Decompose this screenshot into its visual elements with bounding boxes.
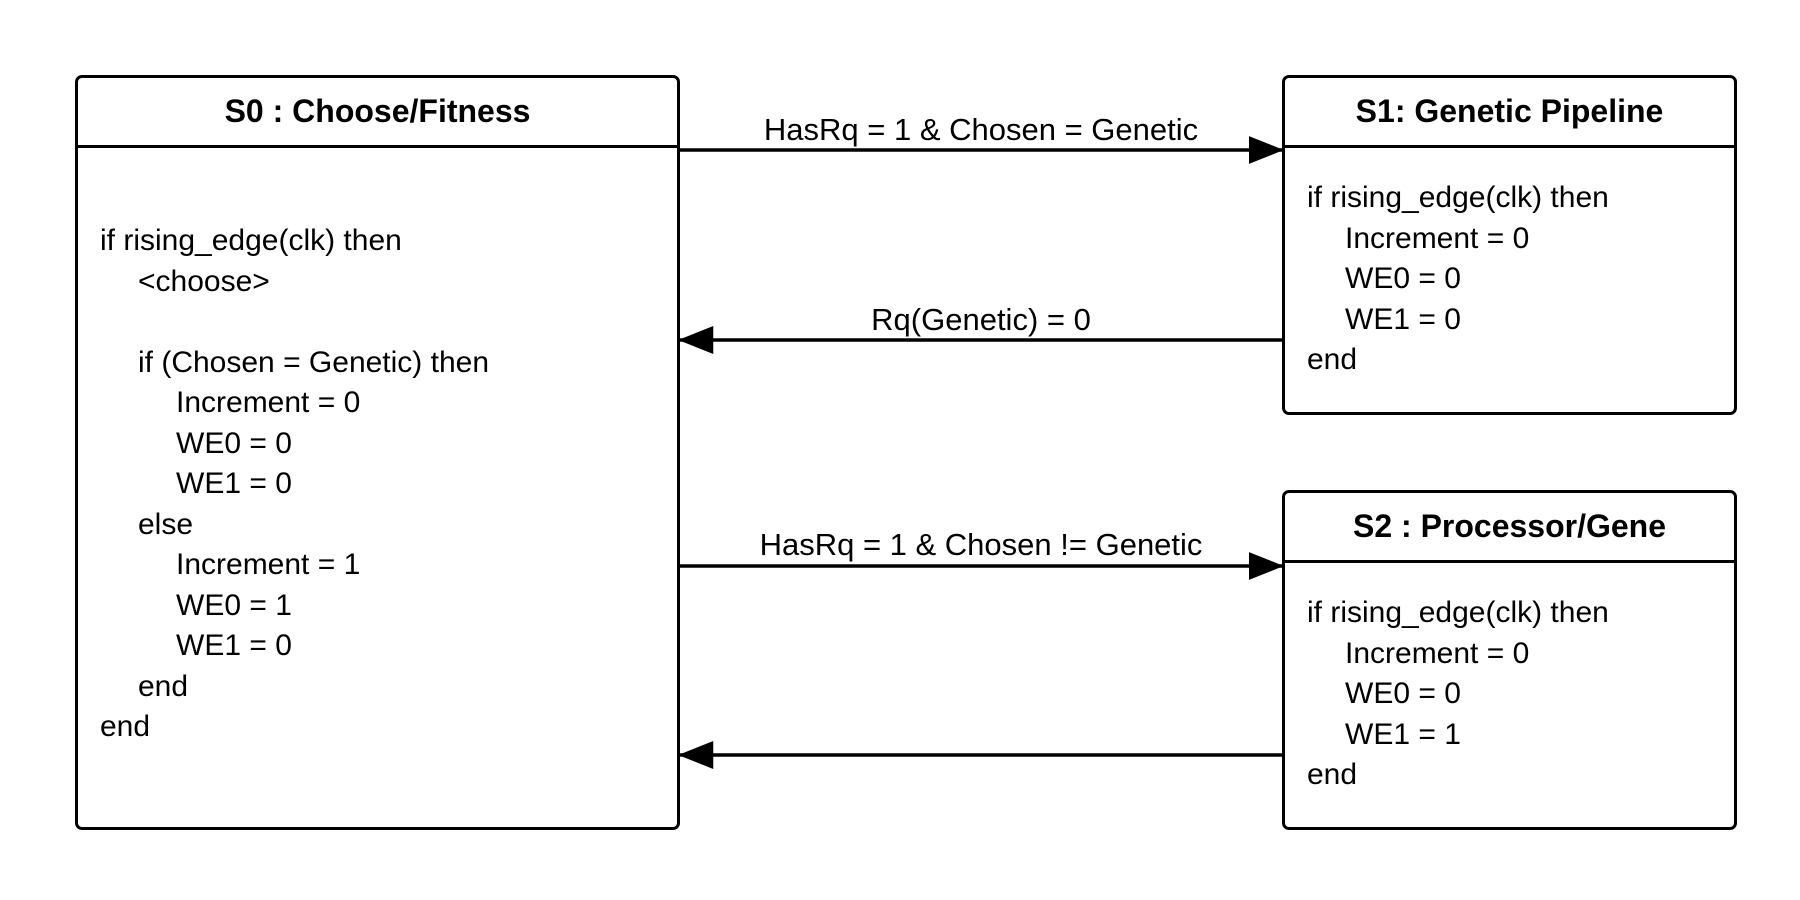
- code-line: else: [138, 507, 194, 541]
- code-line: if rising_edge(clk) then: [100, 224, 402, 257]
- code-line-blank: [100, 302, 667, 343]
- state-s1-title: S1: Genetic Pipeline: [1285, 78, 1734, 148]
- code-line: Increment = 1: [176, 548, 361, 581]
- state-s0-box: S0 : Choose/Fitness if rising_edge(clk) …: [75, 75, 680, 830]
- state-s2-body: if rising_edge(clk) then Increment = 0 W…: [1307, 593, 1724, 796]
- code-line: WE0 = 0: [176, 426, 292, 460]
- code-line: if rising_edge(clk) then: [1307, 596, 1609, 629]
- state-s1-box: S1: Genetic Pipeline if rising_edge(clk)…: [1282, 75, 1737, 415]
- state-s2-box: S2 : Processor/Gene if rising_edge(clk) …: [1282, 490, 1737, 830]
- code-line: WE0 = 0: [1345, 262, 1461, 295]
- state-s0-title: S0 : Choose/Fitness: [78, 78, 677, 148]
- code-line: end: [100, 710, 151, 743]
- code-line: Increment = 0: [1345, 636, 1530, 670]
- code-line: WE0 = 0: [1345, 677, 1461, 710]
- code-line: WE1 = 0: [176, 629, 292, 662]
- code-line: if rising_edge(clk) then: [1307, 181, 1609, 214]
- label-s1-to-s0: Rq(Genetic) = 0: [871, 302, 1091, 337]
- code-line: if (Chosen = Genetic) then: [138, 345, 490, 379]
- code-line: end: [138, 669, 189, 703]
- state-s2-title: S2 : Processor/Gene: [1285, 493, 1734, 563]
- code-line: Increment = 0: [1345, 221, 1530, 255]
- state-s0-body: if rising_edge(clk) then <choose> if (Ch…: [100, 221, 667, 748]
- state-s1-body: if rising_edge(clk) then Increment = 0 W…: [1307, 178, 1724, 381]
- code-line: WE1 = 0: [176, 467, 292, 500]
- code-line: end: [1307, 343, 1358, 376]
- code-line: WE1 = 1: [1345, 717, 1461, 751]
- code-line: <choose>: [138, 264, 270, 298]
- code-line: WE1 = 0: [1345, 302, 1461, 336]
- code-line: Increment = 0: [176, 386, 361, 419]
- code-line: WE0 = 1: [176, 588, 292, 622]
- code-line: end: [1307, 758, 1358, 791]
- label-s0-to-s2: HasRq = 1 & Chosen != Genetic: [759, 527, 1203, 562]
- label-s0-to-s1: HasRq = 1 & Chosen = Genetic: [763, 112, 1199, 147]
